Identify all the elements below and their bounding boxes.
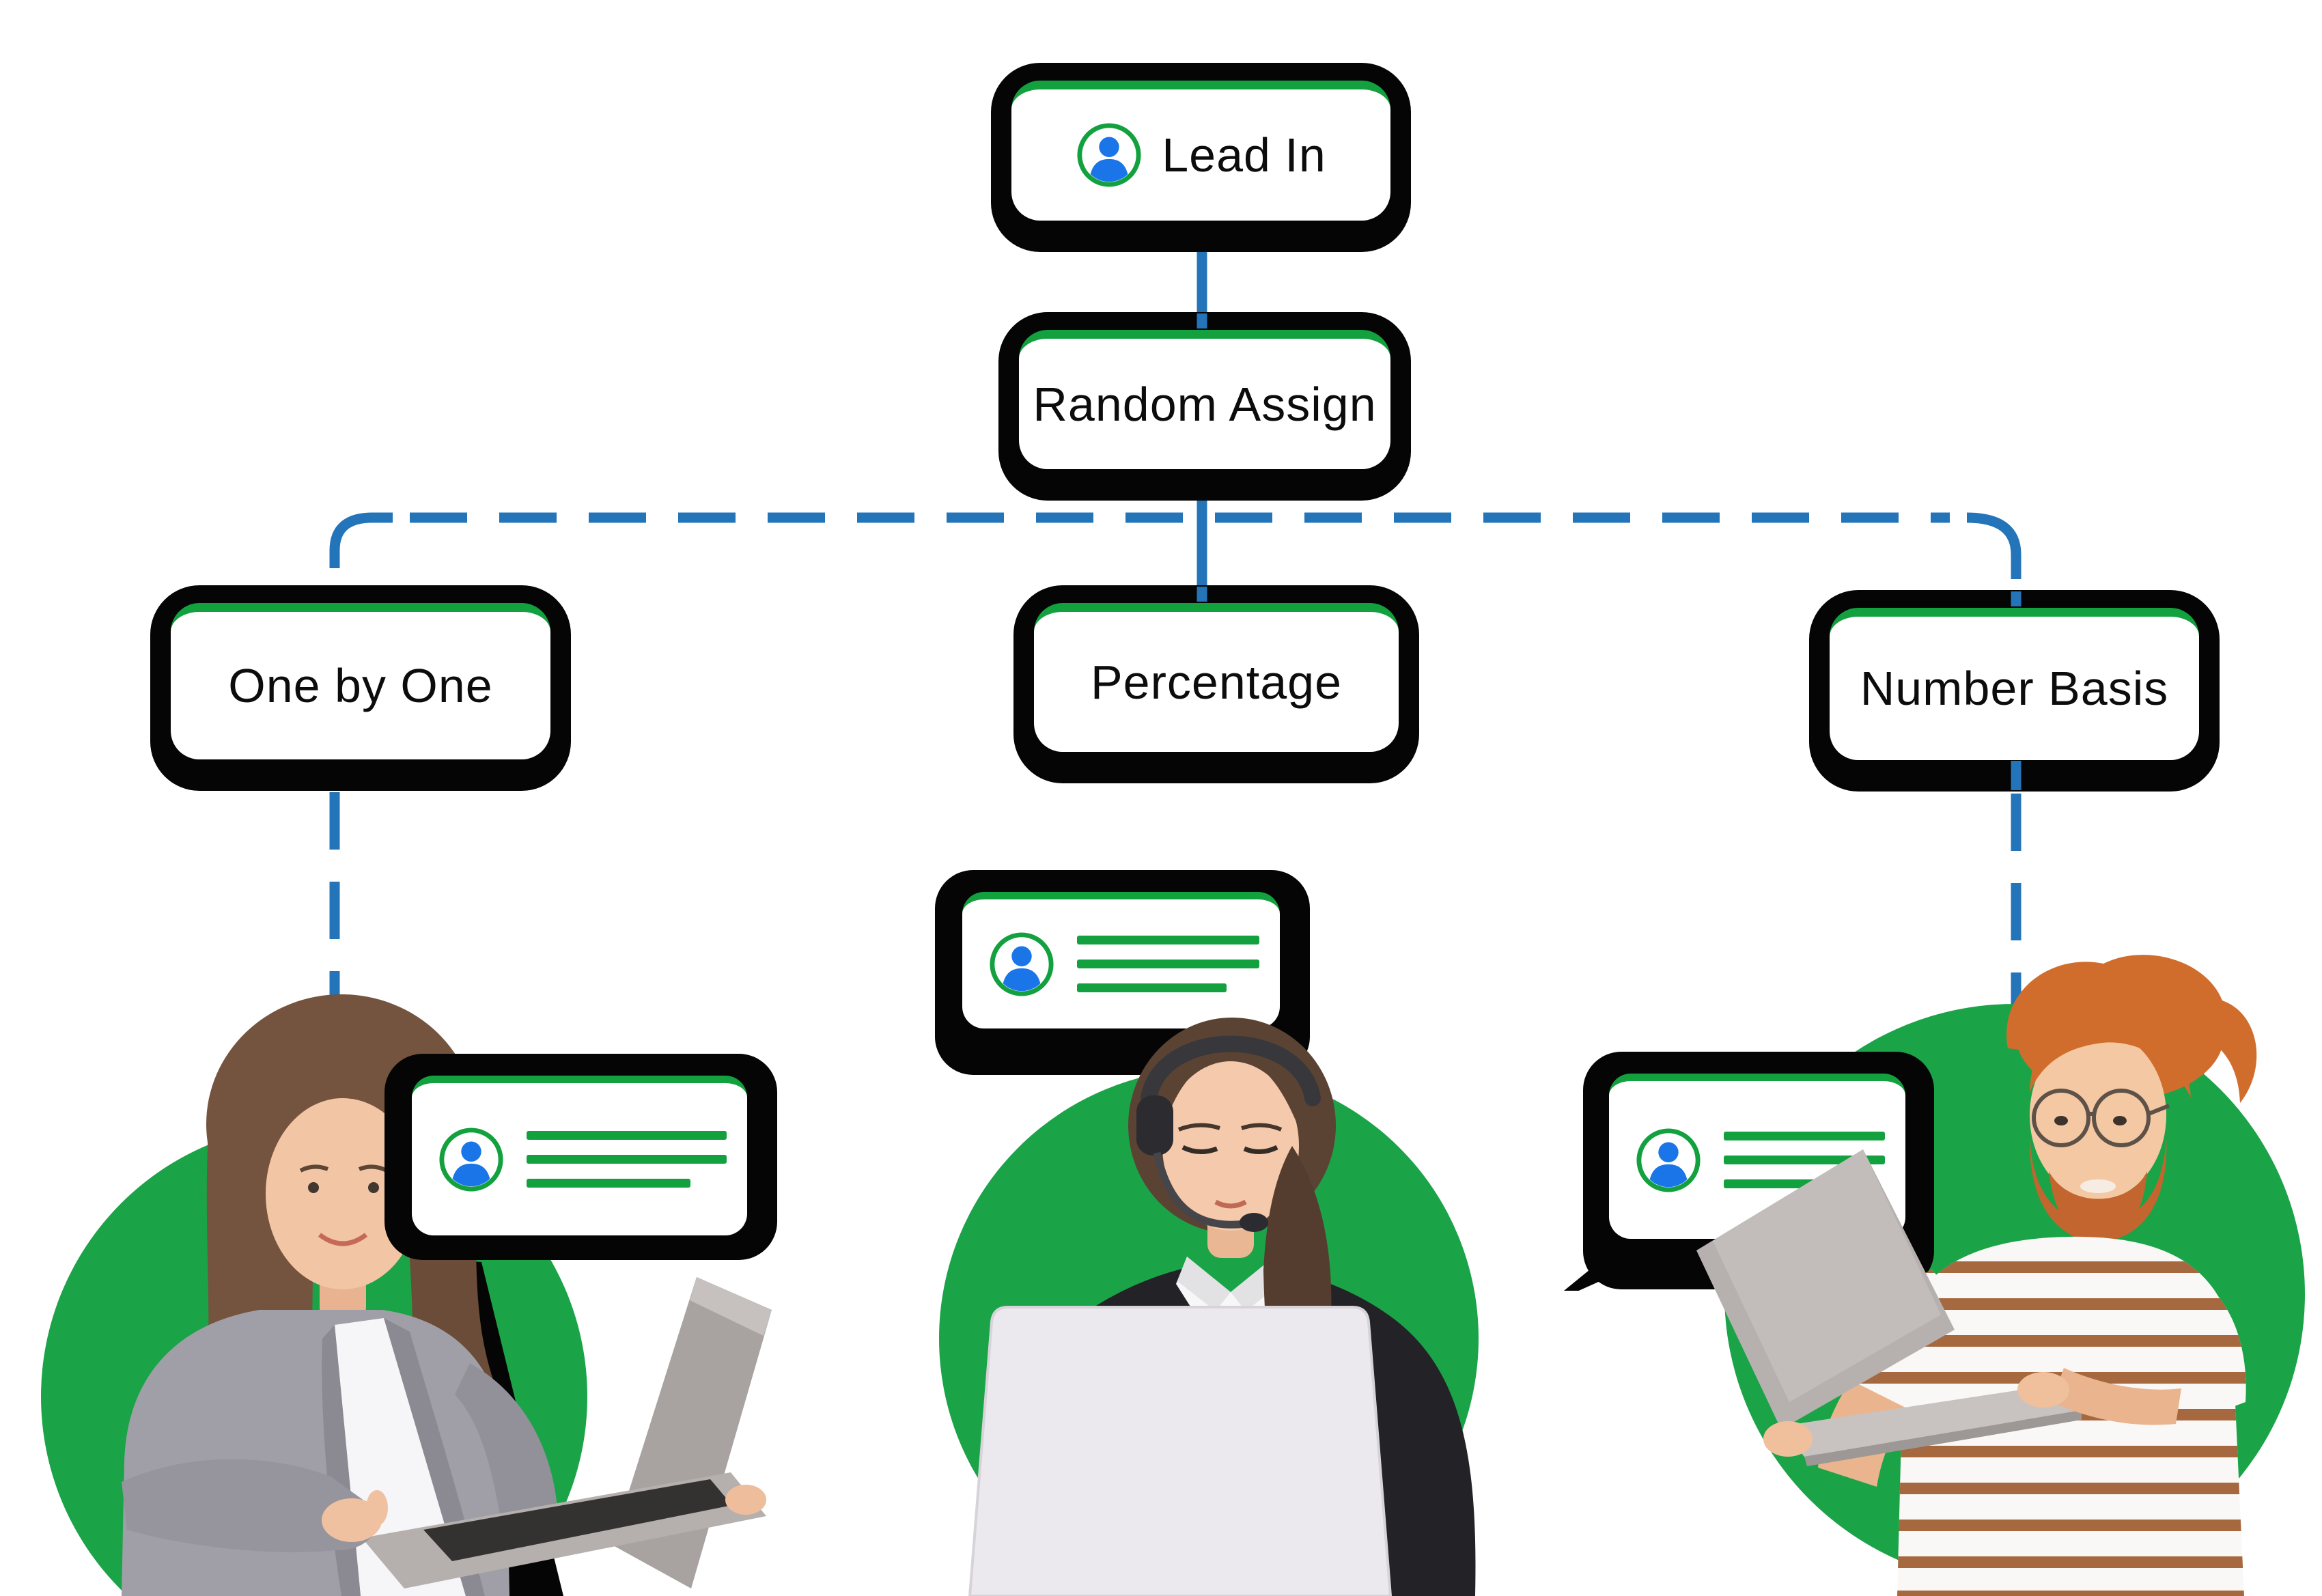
card-text-lines (1077, 936, 1259, 992)
person-agent-three (1696, 955, 2257, 1596)
node-label-percentage: Percentage (1090, 655, 1343, 709)
node-random-assign: Random Assign (998, 312, 1411, 501)
connector-right-elbow (1966, 512, 2022, 579)
node-lead-in: Lead In (991, 63, 1411, 252)
node-one-by-one: One by One (150, 585, 571, 791)
connector-left-elbow (329, 512, 393, 568)
node-percentage: Percentage (1013, 585, 1419, 783)
node-label-random-assign: Random Assign (1033, 377, 1377, 431)
node-label-one-by-one: One by One (228, 659, 493, 712)
user-icon (1636, 1128, 1701, 1192)
node-number-basis: Number Basis (1809, 590, 2220, 792)
user-icon (439, 1127, 503, 1192)
user-icon (1077, 123, 1141, 187)
user-icon (990, 932, 1054, 996)
card-text-lines (527, 1131, 727, 1188)
node-label-number-basis: Number Basis (1860, 662, 2169, 715)
person-agent-two (968, 1018, 1476, 1596)
node-label-lead-in: Lead In (1162, 128, 1326, 182)
assignee-card-one-by-one (384, 1054, 777, 1260)
